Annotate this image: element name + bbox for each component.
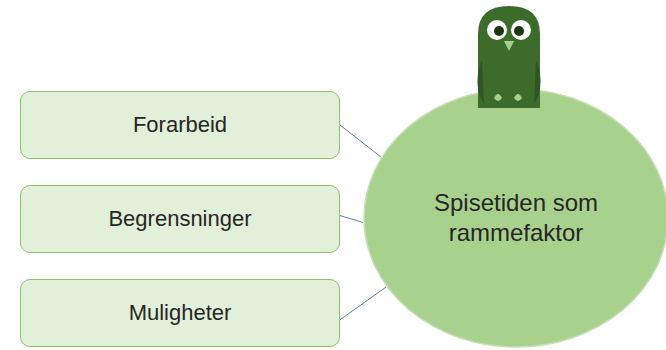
ellipse-shape [364, 89, 666, 347]
central-ellipse: Spisetiden som rammefaktor [363, 88, 666, 348]
node-label: Forarbeid [133, 111, 227, 139]
owl-pupil [494, 26, 504, 36]
owl-beak [504, 41, 514, 51]
connector-line [340, 216, 363, 223]
node-label: Begrensninger [108, 205, 251, 233]
connector-line [340, 287, 386, 320]
node-label: Muligheter [129, 299, 232, 327]
ellipse-outline [363, 88, 666, 348]
topic-box: Forarbeid [20, 91, 340, 159]
owl-eye [487, 20, 507, 40]
owl-pupil [514, 26, 524, 36]
node-label: Spisetiden som rammefaktor [411, 188, 621, 248]
topic-box: Begrensninger [20, 185, 340, 253]
topic-box: Muligheter [20, 279, 340, 347]
owl-eye [511, 20, 531, 40]
connector-line [340, 125, 381, 157]
